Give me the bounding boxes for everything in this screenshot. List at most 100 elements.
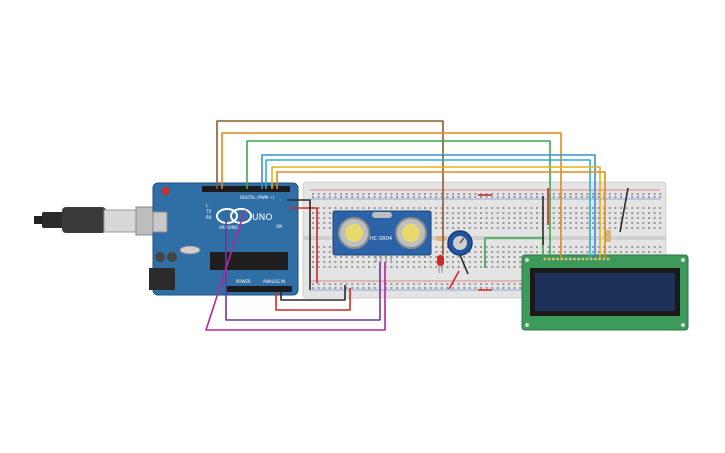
breadboard-hole xyxy=(575,193,578,195)
breadboard-hole xyxy=(474,217,477,219)
breadboard-hole xyxy=(636,193,639,195)
breadboard-hole xyxy=(648,207,650,209)
breadboard-hole xyxy=(659,222,662,224)
breadboard-hole xyxy=(340,287,342,289)
analog-power-header xyxy=(226,286,292,292)
breadboard-hole xyxy=(356,266,359,268)
breadboard-hole xyxy=(491,256,494,258)
breadboard-hole xyxy=(412,283,415,285)
breadboard-hole xyxy=(480,222,482,224)
breadboard-hole xyxy=(653,207,656,209)
breadboard-hole xyxy=(552,246,555,248)
breadboard-hole xyxy=(373,193,376,195)
breadboard-hole xyxy=(351,266,354,268)
breadboard-hole xyxy=(356,287,359,289)
breadboard-hole xyxy=(496,251,499,253)
breadboard-hole xyxy=(356,193,359,195)
breadboard-hole xyxy=(323,251,326,253)
breadboard-hole xyxy=(513,266,516,268)
breadboard-hole xyxy=(530,193,533,195)
breadboard-hole xyxy=(312,256,314,258)
breadboard-hole xyxy=(642,222,645,224)
breadboard-hole xyxy=(508,251,510,253)
l-label: L xyxy=(206,203,209,208)
breadboard-hole xyxy=(312,196,314,198)
breadboard-hole xyxy=(592,196,594,198)
breadboard-hole xyxy=(636,196,639,198)
breadboard-hole xyxy=(468,212,471,214)
breadboard-hole xyxy=(614,251,617,253)
breadboard-hole xyxy=(642,246,645,248)
breadboard-hole xyxy=(379,207,382,209)
breadboard-hole xyxy=(457,256,460,258)
breadboard-hole xyxy=(474,196,477,198)
breadboard-hole xyxy=(424,287,426,289)
breadboard-hole xyxy=(418,207,421,209)
breadboard-hole xyxy=(491,246,494,248)
breadboard-hole xyxy=(334,256,337,258)
breadboard-hole xyxy=(351,283,354,285)
breadboard-hole xyxy=(435,251,438,253)
digital-header xyxy=(202,186,290,192)
breadboard-hole xyxy=(328,283,331,285)
breadboard-hole xyxy=(407,196,410,198)
reset-button-icon[interactable] xyxy=(162,187,170,195)
lcd-pin xyxy=(577,257,580,261)
breadboard-hole xyxy=(446,287,449,289)
breadboard-hole xyxy=(407,193,410,195)
breadboard-hole xyxy=(586,193,589,195)
breadboard-hole xyxy=(328,217,331,219)
breadboard-hole xyxy=(485,266,488,268)
ultrasonic-sensor: HC-SR04 xyxy=(332,210,432,262)
breadboard-hole xyxy=(340,261,342,263)
breadboard-hole xyxy=(463,207,466,209)
breadboard-hole xyxy=(485,222,488,224)
breadboard-hole xyxy=(440,251,443,253)
breadboard-hole xyxy=(636,207,639,209)
breadboard-hole xyxy=(468,287,471,289)
breadboard-hole xyxy=(446,207,449,209)
breadboard-hole xyxy=(452,212,454,214)
breadboard-hole xyxy=(446,217,449,219)
breadboard-hole xyxy=(312,212,314,214)
potentiometer-icon[interactable] xyxy=(447,230,473,256)
breadboard-hole xyxy=(597,207,600,209)
breadboard-hole xyxy=(552,217,555,219)
breadboard-hole xyxy=(323,207,326,209)
breadboard-hole xyxy=(580,246,583,248)
breadboard-hole xyxy=(580,196,583,198)
lcd-pin xyxy=(581,257,585,261)
breadboard-hole xyxy=(446,193,449,195)
breadboard-hole xyxy=(340,283,342,285)
breadboard-hole xyxy=(424,193,426,195)
breadboard-hole xyxy=(340,266,342,268)
breadboard-hole xyxy=(440,222,443,224)
breadboard-hole xyxy=(575,251,578,253)
breadboard-hole xyxy=(592,207,594,209)
breadboard-hole xyxy=(446,196,449,198)
breadboard-hole xyxy=(323,261,326,263)
breadboard-hole xyxy=(368,196,370,198)
breadboard-hole xyxy=(440,212,443,214)
breadboard-hole xyxy=(614,196,617,198)
breadboard-hole xyxy=(513,283,516,285)
breadboard-hole xyxy=(390,193,393,195)
breadboard-hole xyxy=(524,212,527,214)
breadboard-hole xyxy=(328,246,331,248)
breadboard-hole xyxy=(530,196,533,198)
breadboard-hole xyxy=(569,222,572,224)
breadboard-hole xyxy=(362,261,365,263)
breadboard-hole xyxy=(524,207,527,209)
breadboard-hole xyxy=(440,193,443,195)
breadboard-hole xyxy=(468,207,471,209)
breadboard-hole xyxy=(502,246,505,248)
breadboard-hole xyxy=(429,266,432,268)
breadboard-hole xyxy=(608,251,611,253)
breadboard-hole xyxy=(558,196,561,198)
breadboard-hole xyxy=(407,256,410,258)
breadboard-hole xyxy=(328,287,331,289)
breadboard-hole xyxy=(536,212,538,214)
breadboard-hole xyxy=(636,217,639,219)
breadboard-hole xyxy=(653,227,656,229)
breadboard-hole xyxy=(620,196,622,198)
